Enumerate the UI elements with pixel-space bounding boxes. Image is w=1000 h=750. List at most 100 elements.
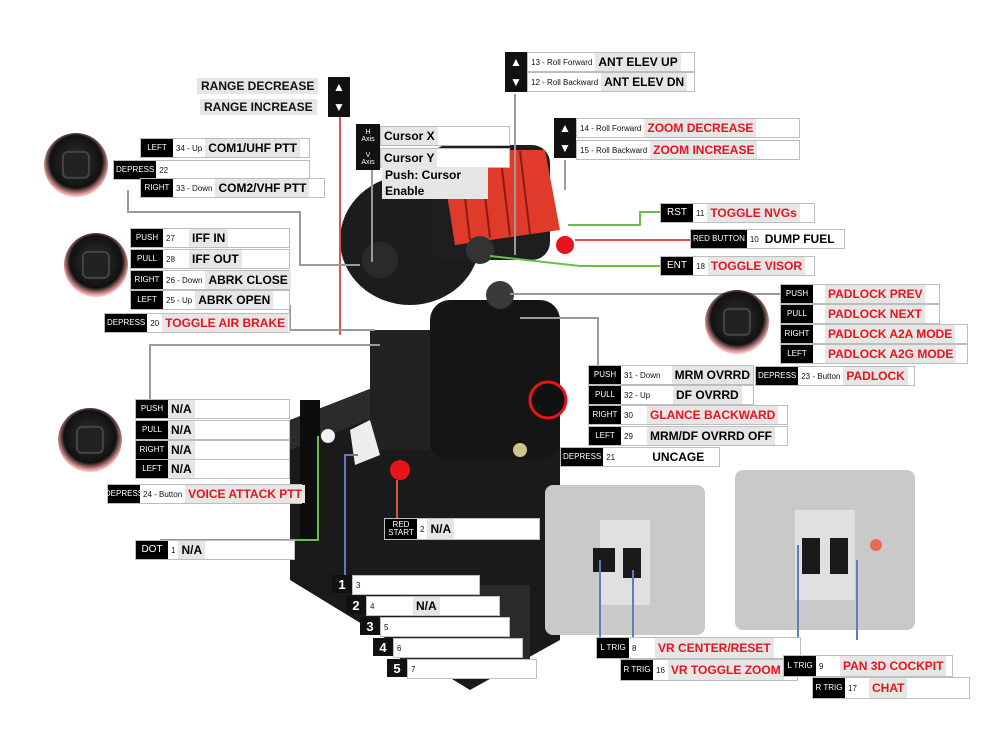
pull-tag: PULL: [781, 305, 813, 323]
right-tag: RIGHT: [141, 179, 173, 197]
cursor-y-row: Cursor Y: [380, 148, 510, 168]
r-trig-tag: R TRIG: [813, 678, 845, 698]
left-tag: LEFT: [131, 291, 163, 309]
voice-left-label: N/A: [168, 460, 195, 478]
mrm-pull-num: 32 - Up: [621, 386, 673, 404]
rst-row: RST 11 TOGGLE NVGs: [660, 203, 815, 223]
arrow-up-icon: ▲: [505, 52, 527, 72]
button-1-row: 3: [352, 575, 480, 595]
padlock-depress-num: 23 - Button: [798, 367, 844, 385]
left-tag: LEFT: [141, 139, 173, 157]
com-depress-num: 22: [156, 161, 172, 179]
abrk-close-row: RIGHT 26 - Down ABRK CLOSE: [130, 270, 291, 290]
depress-tag: DEPRESS: [105, 314, 148, 332]
button-2-row: 4 N/A: [366, 596, 500, 616]
padlock-push-label: PADLOCK PREV: [825, 285, 926, 303]
padlock-depress-label: PADLOCK: [843, 367, 908, 385]
voice-pull-label: N/A: [168, 421, 195, 439]
dot-row: DOT 1 N/A: [135, 540, 295, 560]
l-trig-tag: L TRIG: [597, 638, 629, 658]
uncage-row: DEPRESS 21 UNCAGE: [560, 447, 720, 467]
mrm-left-num: 29: [621, 427, 647, 445]
abrk-close-label: ABRK CLOSE: [205, 271, 291, 289]
abrk-open-row: LEFT 25 - Up ABRK OPEN: [130, 290, 290, 310]
depress-tag: DEPRESS: [105, 485, 143, 503]
zoom-increase-row: 15 - Roll Backward ZOOM INCREASE: [576, 140, 800, 160]
padlock-pull-row: PULL PADLOCK NEXT: [780, 304, 940, 324]
voice-right-row: RIGHT N/A: [135, 440, 290, 460]
padlock-left-row: LEFT PADLOCK A2G MODE: [780, 344, 968, 364]
r-trig-2-num: 17: [845, 678, 869, 698]
l-trig-1-row: L TRIG 8 VR CENTER/RESET: [596, 637, 801, 659]
voice-right-label: N/A: [168, 441, 195, 459]
v-axis-tag: V Axis: [361, 151, 375, 166]
r-trig-1-label: VR TOGGLE ZOOM: [667, 660, 784, 680]
pull-tag: PULL: [131, 250, 163, 268]
cursor-axis-block: H Axis V Axis: [356, 124, 380, 170]
cursor-push-label: Push: Cursor Enable: [382, 167, 488, 199]
h-axis-tag: H Axis: [361, 128, 375, 143]
zoom-inc-num: 15 - Roll Backward: [577, 141, 651, 159]
red-start-label: N/A: [427, 519, 455, 539]
arrow-down-icon: ▼: [328, 97, 350, 117]
dot-num: 1: [168, 541, 179, 559]
cursor-x-label: Cursor X: [381, 127, 438, 145]
voice-depress-row: DEPRESS 24 - Button VOICE ATTACK PTT: [105, 484, 305, 504]
depress-tag: DEPRESS: [561, 448, 604, 466]
air-brake-label: TOGGLE AIR BRAKE: [162, 314, 289, 332]
red-button-row: RED BUTTON 10 DUMP FUEL: [690, 229, 845, 249]
right-tag: RIGHT: [781, 325, 813, 343]
red-button-label: DUMP FUEL: [761, 230, 838, 248]
ent-row: ENT 18 TOGGLE VISOR: [660, 256, 815, 276]
red-start-tag: RED START: [385, 519, 417, 539]
right-tag: RIGHT: [136, 441, 168, 459]
arrow-up-icon: ▲: [328, 77, 350, 97]
abrk-open-num: 25 - Up: [163, 291, 196, 309]
iff-push-label: IFF IN: [189, 229, 229, 247]
voice-left-row: LEFT N/A: [135, 459, 290, 479]
l-trig-1-num: 8: [629, 638, 655, 658]
iff-pull-num: 28: [163, 250, 189, 268]
button-5-num: 7: [408, 660, 419, 678]
voice-pull-row: PULL N/A: [135, 420, 290, 440]
air-brake-num: 20: [147, 314, 163, 332]
com-hat-icon: [44, 133, 108, 197]
button-2-label: N/A: [413, 597, 440, 615]
uncage-num: 21: [603, 448, 650, 466]
abrk-open-label: ABRK OPEN: [195, 291, 274, 309]
l-trig-tag: L TRIG: [784, 656, 816, 676]
ant-dn-label: ANT ELEV DN: [601, 73, 688, 91]
iff-push-row: PUSH 27 IFF IN: [130, 228, 290, 248]
arrow-up-icon: ▲: [554, 118, 576, 138]
red-start-row: RED START 2 N/A: [384, 518, 540, 540]
button-1-num: 3: [353, 576, 364, 594]
l-trig-2-row: L TRIG 9 PAN 3D COCKPIT: [783, 655, 953, 677]
mrm-push-row: PUSH 31 - Down MRM OVRRD: [588, 365, 754, 385]
com-depress-row: DEPRESS 22: [113, 160, 310, 180]
r-trig-tag: R TRIG: [621, 660, 653, 680]
zoom-dec-label: ZOOM DECREASE: [644, 119, 757, 137]
button-1-key: 1: [332, 575, 352, 593]
mrm-right-row: RIGHT 30 GLANCE BACKWARD: [588, 405, 788, 425]
dot-tag: DOT: [136, 541, 168, 559]
button-3-num: 5: [381, 618, 392, 636]
voice-hat-icon: [58, 408, 122, 472]
push-tag: PUSH: [781, 285, 813, 303]
pull-tag: PULL: [589, 386, 621, 404]
padlock-pull-label: PADLOCK NEXT: [825, 305, 925, 323]
abrk-close-num: 26 - Down: [163, 271, 206, 289]
mrm-right-label: GLANCE BACKWARD: [647, 406, 779, 424]
r-trig-2-row: R TRIG 17 CHAT: [812, 677, 970, 699]
mrm-left-label: MRM/DF OVRRD OFF: [647, 427, 775, 445]
pull-tag: PULL: [136, 421, 168, 439]
zoom-inc-label: ZOOM INCREASE: [650, 141, 758, 159]
com-right-num: 33 - Down: [173, 179, 216, 197]
padlock-right-row: RIGHT PADLOCK A2A MODE: [780, 324, 968, 344]
r-trig-2-label: CHAT: [869, 678, 908, 698]
push-tag: PUSH: [589, 366, 621, 384]
button-3-key: 3: [360, 617, 380, 635]
air-brake-depress-row: DEPRESS 20 TOGGLE AIR BRAKE: [104, 313, 290, 333]
push-tag: PUSH: [136, 400, 168, 418]
voice-depress-label: VOICE ATTACK PTT: [185, 485, 305, 503]
